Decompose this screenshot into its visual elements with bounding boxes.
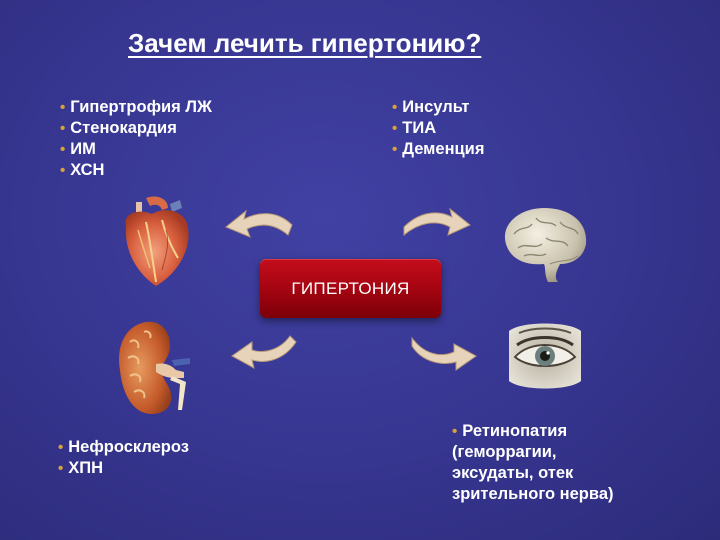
eye-icon [505, 321, 585, 391]
bullet-icon: • [60, 120, 66, 137]
bullet-icon: • [60, 141, 66, 158]
bullet-icon: • [392, 120, 398, 137]
list-item: •ХПН [58, 459, 104, 477]
bullet-icon: • [58, 439, 64, 456]
kidney-complications-list: •Нефросклероз •ХПН [58, 437, 189, 479]
bullet-icon: • [60, 162, 66, 179]
list-item: •Нефросклероз [58, 438, 189, 456]
bullet-icon: • [392, 141, 398, 158]
bullet-icon: • [452, 423, 458, 440]
brain-icon [498, 204, 590, 282]
arrow-to-eye-icon [410, 332, 480, 374]
heart-complications-list: •Гипертрофия ЛЖ •Стенокардия •ИМ •ХСН [60, 97, 212, 181]
list-item: •Инсульт [392, 98, 470, 116]
slide-title: Зачем лечить гипертонию? [128, 28, 482, 58]
list-item: •Гипертрофия ЛЖ [60, 98, 212, 116]
list-item: •Ретинопатия [452, 422, 568, 440]
bullet-icon: • [58, 460, 64, 477]
arrow-to-brain-icon [402, 205, 474, 245]
list-item-continuation: эксудаты, отек [452, 464, 574, 482]
bullet-icon: • [392, 99, 398, 116]
arrow-to-kidney-icon [228, 332, 298, 374]
list-item: •ТИА [392, 119, 437, 137]
arrow-to-heart-icon [222, 205, 294, 245]
hypertension-box: ГИПЕРТОНИЯ [260, 259, 441, 318]
center-label: ГИПЕРТОНИЯ [291, 278, 410, 298]
list-item: •ХСН [60, 161, 105, 179]
heart-icon [116, 196, 198, 288]
list-item-continuation: (геморрагии, [452, 443, 557, 461]
list-item: •ИМ [60, 140, 96, 158]
kidney-icon [116, 318, 192, 418]
list-item: •Стенокардия [60, 119, 177, 137]
bullet-icon: • [60, 99, 66, 116]
eye-complications-list: •Ретинопатия (геморрагии, эксудаты, отек… [452, 421, 614, 505]
list-item: •Деменция [392, 140, 485, 158]
brain-complications-list: •Инсульт •ТИА •Деменция [392, 97, 484, 160]
list-item-continuation: зрительного нерва) [452, 485, 614, 503]
